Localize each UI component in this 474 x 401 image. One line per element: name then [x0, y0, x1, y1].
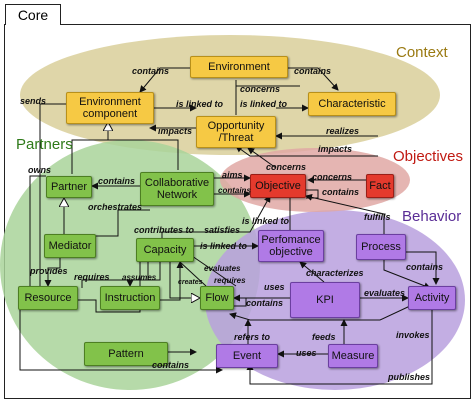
edge-label: feeds [312, 332, 336, 342]
edge-label: publishes [388, 372, 431, 382]
node-process[interactable]: Process [356, 234, 406, 260]
node-performance-objective[interactable]: Perfomance objective [258, 230, 324, 262]
node-capacity[interactable]: Capacity [136, 238, 194, 262]
edge-label: is linked to [240, 99, 288, 109]
edge-label: is linked to [176, 99, 224, 109]
edge-label: is linked to [200, 241, 248, 251]
edge-label: creates [178, 279, 203, 286]
node-partner[interactable]: Partner [46, 176, 92, 198]
edge-obj-opp [247, 147, 277, 169]
edge-label: owns [28, 165, 52, 175]
edge-label: uses [264, 282, 285, 292]
edge-label: orchestrates [88, 202, 143, 212]
edge-label: evaluates [364, 288, 406, 298]
edge-label: contains [98, 176, 136, 186]
edge-label: contains [322, 187, 360, 197]
node-flow[interactable]: Flow [200, 286, 234, 310]
edge-assumes [126, 262, 161, 287]
edge-label: impacts [158, 126, 193, 136]
node-resource[interactable]: Resource [18, 286, 78, 310]
group-label-context: Context [396, 44, 448, 61]
edge-provides [44, 258, 61, 287]
diagram-title: Core [5, 4, 61, 25]
node-opportunity-threat[interactable]: Opportunity /Threat [196, 116, 276, 148]
edge-label: concerns [240, 84, 281, 94]
edge-orch [96, 209, 150, 237]
edge-requires-2 [191, 255, 237, 287]
edge-label: concerns [266, 162, 307, 172]
edge-label: contains [152, 360, 190, 370]
edge-proc-cont [383, 260, 431, 290]
group-label-objectives: Objectives [393, 148, 464, 165]
edge-evaluates-1 [179, 261, 207, 287]
edge-label: fulfills [364, 212, 391, 222]
node-kpi[interactable]: KPI [290, 282, 360, 318]
node-pattern[interactable]: Pattern [84, 342, 168, 366]
edge-label: characterizes [306, 268, 364, 278]
edge-env-comp [139, 67, 190, 93]
node-characteristic[interactable]: Characteristic [308, 92, 396, 116]
edge-creates [169, 262, 200, 298]
edge-charact [299, 261, 325, 283]
edge-label: invokes [396, 330, 430, 340]
edge-label: contains [294, 66, 332, 76]
edge-contrib [161, 195, 271, 238]
edge-fulfills [305, 193, 385, 234]
edge-proc-act [405, 251, 440, 285]
edge-instr-flow [160, 261, 184, 301]
node-activity[interactable]: Activity [408, 286, 456, 310]
node-collaborative-network[interactable]: Collaborative Network [140, 172, 214, 206]
edge-label: provides [30, 266, 68, 276]
edge-label: impacts [318, 144, 353, 154]
edge-label: requires [214, 276, 246, 285]
edge-label: satisfies [204, 225, 241, 235]
context-region [20, 35, 440, 155]
node-mediator[interactable]: Mediator [44, 234, 96, 258]
edge-label: requires [74, 272, 110, 282]
edge-label: contributes to [134, 225, 194, 235]
node-event[interactable]: Event [216, 344, 278, 368]
edge-label: contains [218, 186, 251, 195]
edge-requires-1 [81, 262, 149, 288]
edge-label: contains [406, 262, 444, 272]
edge-label: contains [246, 298, 284, 308]
edge-inherit-cn [108, 139, 179, 170]
node-environment[interactable]: Environment [190, 56, 288, 78]
node-fact[interactable]: Fact [366, 174, 394, 198]
edge-label: aims [222, 170, 243, 180]
edge-label: refers to [234, 332, 271, 342]
edge-label: evaluates [204, 264, 241, 273]
edge-publishes [246, 310, 433, 385]
edge-label: sends [20, 96, 47, 106]
edge-env-char [288, 67, 339, 91]
edge-impacts-2 [235, 145, 378, 157]
node-measure[interactable]: Measure [328, 344, 378, 368]
node-instruction[interactable]: Instruction [100, 286, 160, 310]
edge-invokes [229, 305, 411, 321]
group-label-behavior: Behavior [402, 208, 462, 225]
group-label-partners: Partners [16, 136, 73, 153]
edge-label: is linked to [242, 216, 290, 226]
edge-label: concerns [312, 172, 353, 182]
node-objective[interactable]: Objective [250, 174, 306, 198]
edge-label: uses [296, 348, 317, 358]
edge-label: assumes [122, 273, 157, 282]
edge-label: contains [132, 66, 170, 76]
node-environment-component[interactable]: Environment component [66, 92, 154, 124]
edge-label: realizes [326, 126, 360, 136]
